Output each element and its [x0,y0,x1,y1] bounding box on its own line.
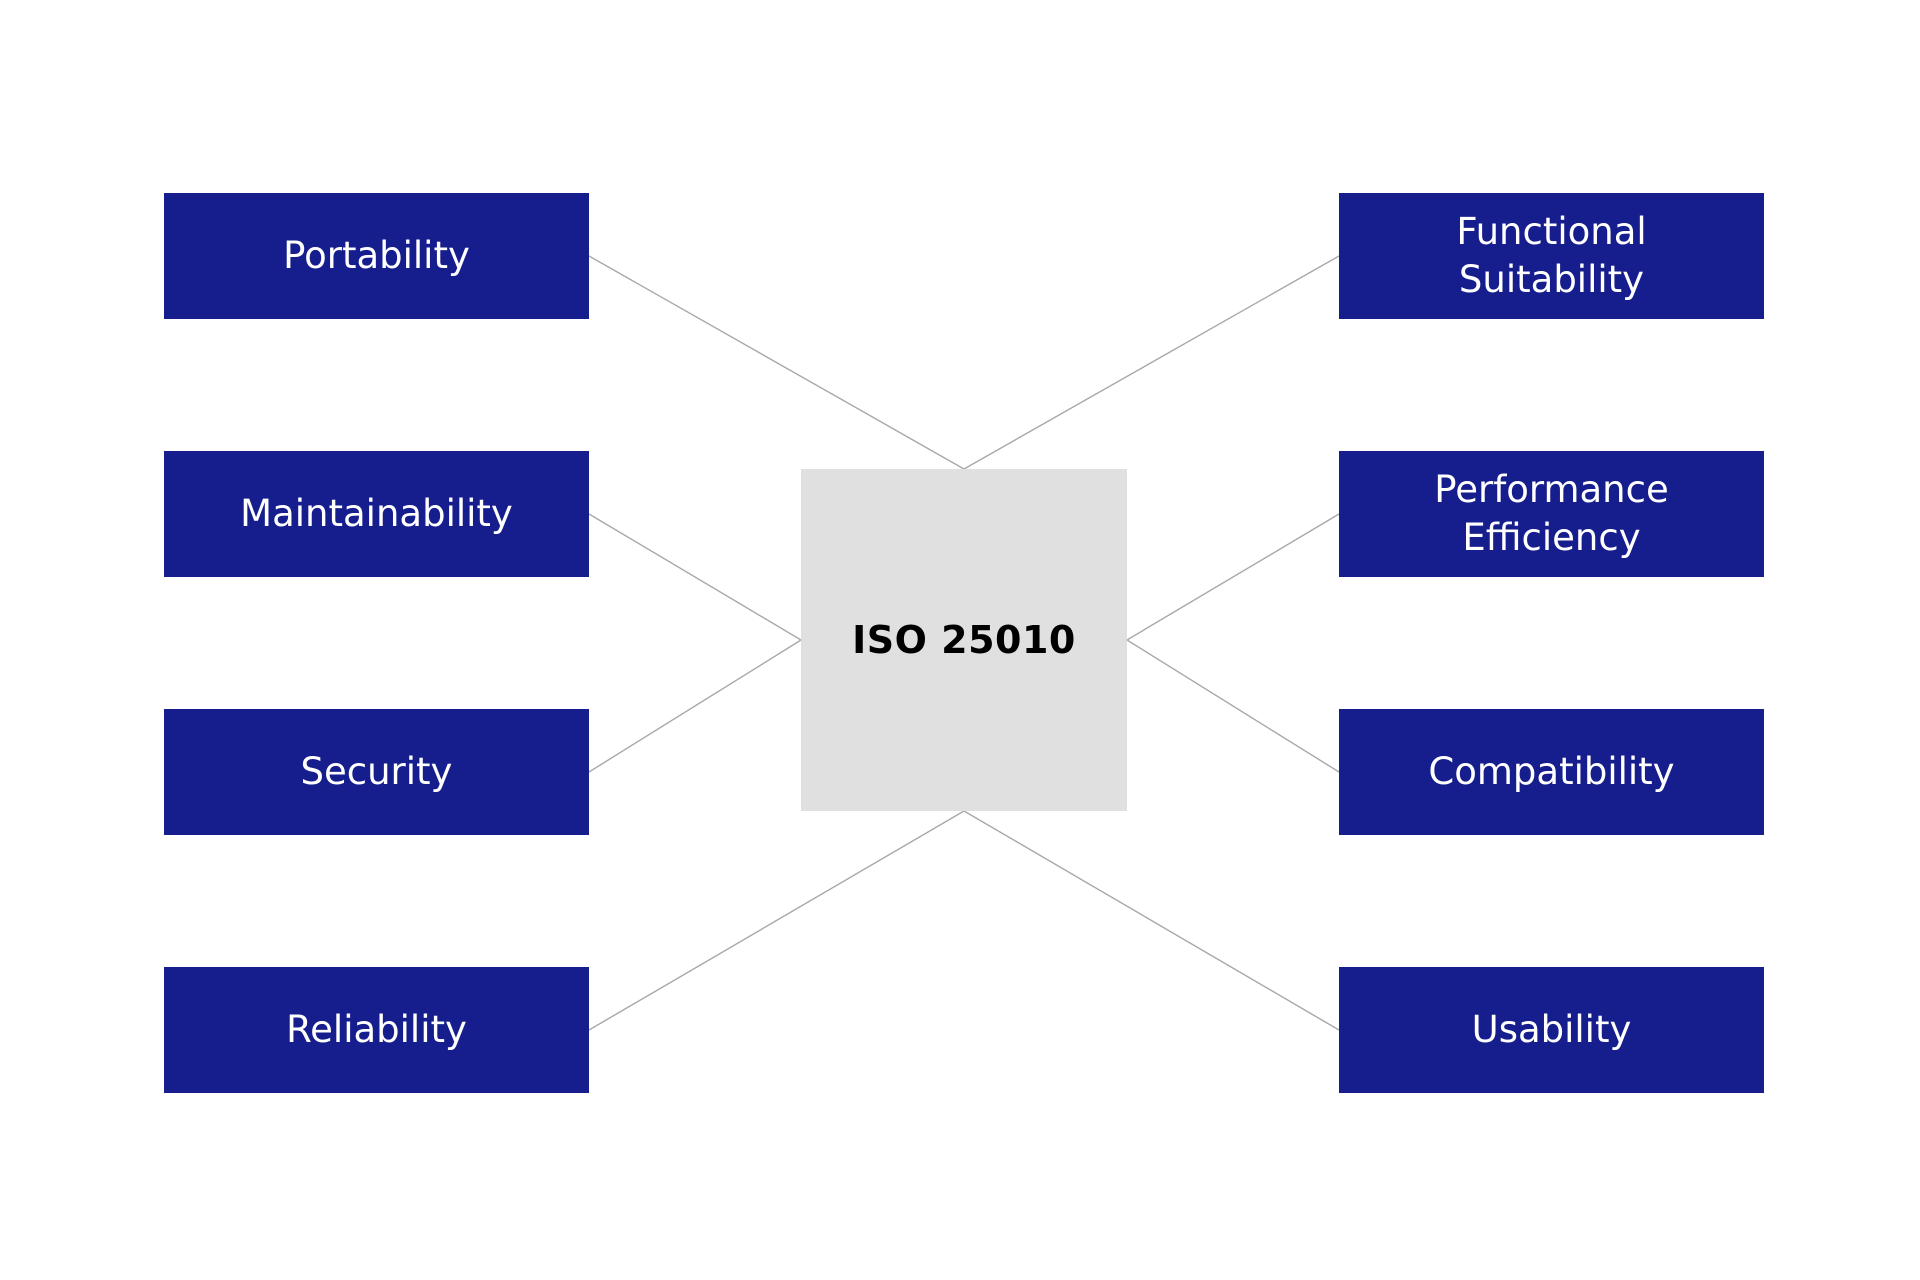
node-label: Reliability [286,1008,467,1051]
node-label: Portability [283,234,470,277]
center-label: ISO 25010 [852,618,1076,662]
connector-maintainability [588,513,802,641]
connector-security [588,639,802,773]
node-performance-efficiency: Performance Efficiency [1339,451,1764,577]
connector-functional-suitability [963,255,1340,470]
node-maintainability: Maintainability [164,451,589,577]
node-label: Compatibility [1428,750,1675,793]
connector-portability [588,255,965,470]
node-label: Security [300,750,453,793]
connector-performance-efficiency [1126,513,1340,641]
center-box: ISO 25010 [801,469,1127,811]
node-security: Security [164,709,589,835]
node-label: Performance Efficiency [1434,468,1669,559]
node-functional-suitability: Functional Suitability [1339,193,1764,319]
node-label: Usability [1471,1008,1632,1051]
node-usability: Usability [1339,967,1764,1093]
connector-reliability [588,810,965,1031]
node-portability: Portability [164,193,589,319]
connector-usability [963,810,1340,1031]
node-label: Functional Suitability [1456,210,1647,301]
node-compatibility: Compatibility [1339,709,1764,835]
node-label: Maintainability [240,492,513,535]
node-reliability: Reliability [164,967,589,1093]
connector-compatibility [1126,639,1340,773]
